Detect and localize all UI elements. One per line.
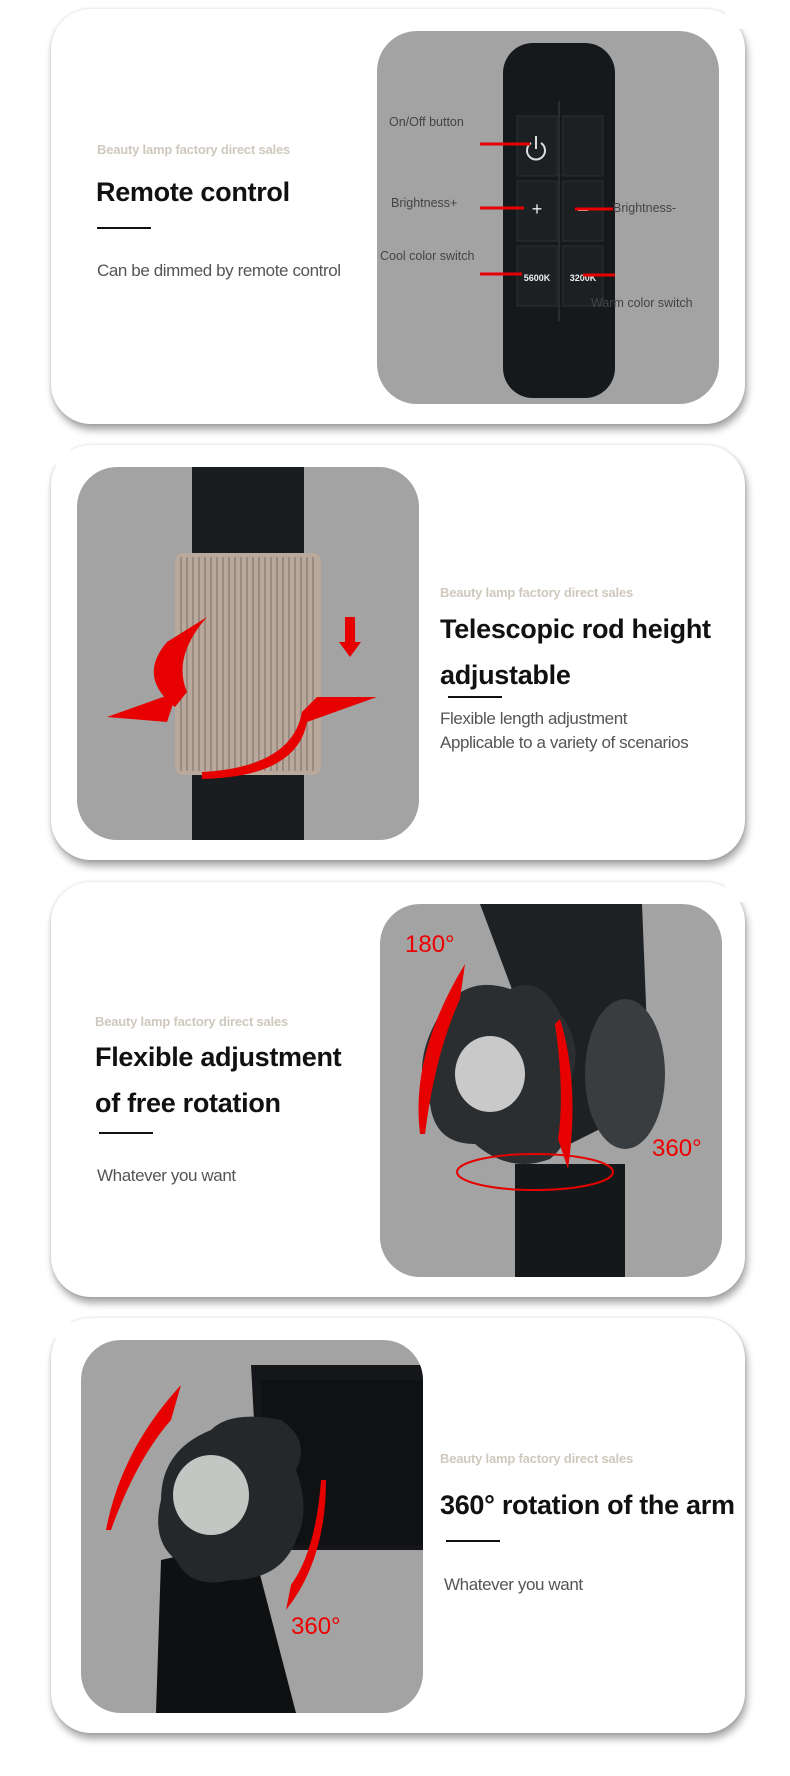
corner-notch xyxy=(725,0,759,29)
corner-notch xyxy=(37,431,71,465)
feature-description-line-2: Applicable to a variety of scenarios xyxy=(440,733,689,752)
corner-notch xyxy=(725,868,759,902)
remote-control-photo: + – 5600K 3200K On/Off button Brightness… xyxy=(377,31,719,404)
rotate-arrow-left-icon xyxy=(153,617,207,707)
feature-title-line-2: of free rotation xyxy=(95,1088,281,1118)
on-off-label: On/Off button xyxy=(389,115,464,129)
rotate-arrow-right-icon xyxy=(202,697,377,779)
telescopic-rod-photo xyxy=(77,467,419,840)
divider xyxy=(448,696,502,698)
feature-description: Whatever you want xyxy=(97,1166,236,1185)
feature-title-line-1: Flexible adjustment xyxy=(95,1042,342,1072)
rotate-ring-icon xyxy=(456,1153,614,1191)
tagline: Beauty lamp factory direct sales xyxy=(440,585,634,600)
brightness-down-label: Brightness- xyxy=(613,201,676,215)
arm-joint-photo: 360° xyxy=(81,1340,423,1713)
plus-key: + xyxy=(532,199,543,219)
tagline: Beauty lamp factory direct sales xyxy=(97,142,291,157)
knob-cap xyxy=(455,1036,525,1112)
feature-card-free-rotation: Beauty lamp factory direct sales Flexibl… xyxy=(51,868,759,1297)
tagline: Beauty lamp factory direct sales xyxy=(440,1451,634,1466)
rotate-arrow-up-icon xyxy=(106,1385,181,1530)
warm-switch-label: Warm color switch xyxy=(591,296,693,310)
cool-switch-label: Cool color switch xyxy=(380,249,475,263)
power-icon xyxy=(526,136,546,161)
divider xyxy=(446,1540,500,1542)
angle-label-180: 180° xyxy=(405,931,455,958)
feature-card-telescopic-rod: Beauty lamp factory direct sales Telesco… xyxy=(37,431,745,860)
divider xyxy=(97,227,151,229)
angle-label-360: 360° xyxy=(291,1613,341,1640)
up-down-arrow-icon xyxy=(339,617,361,657)
cool-key: 5600K xyxy=(524,273,551,283)
corner-notch xyxy=(37,1304,71,1338)
knurl-pattern xyxy=(180,557,314,771)
feature-title: Remote control xyxy=(96,177,290,207)
feature-description-line-1: Flexible length adjustment xyxy=(440,709,628,728)
warm-key: 3200K xyxy=(570,273,597,283)
feature-description: Can be dimmed by remote control xyxy=(97,261,341,280)
knob-cap xyxy=(173,1455,249,1535)
feature-card-arm-rotation: 360° Beauty lamp factory direct sales 36… xyxy=(37,1304,745,1733)
feature-card-remote-control: Beauty lamp factory direct sales Remote … xyxy=(51,0,759,424)
rotation-joint-photo: 180° 360° xyxy=(380,904,722,1277)
feature-description: Whatever you want xyxy=(444,1575,583,1594)
divider xyxy=(99,1132,153,1134)
feature-title-line-1: Telescopic rod height xyxy=(440,614,711,644)
feature-title: 360° rotation of the arm xyxy=(440,1490,735,1520)
feature-title-line-2: adjustable xyxy=(440,660,571,690)
brightness-up-label: Brightness+ xyxy=(391,196,457,210)
rotate-arrow-down-icon xyxy=(286,1480,326,1610)
rotate-arrow-down-icon xyxy=(555,1019,573,1169)
angle-label-360: 360° xyxy=(652,1135,702,1162)
tagline: Beauty lamp factory direct sales xyxy=(95,1014,289,1029)
rotate-arrow-up-icon xyxy=(418,964,465,1134)
